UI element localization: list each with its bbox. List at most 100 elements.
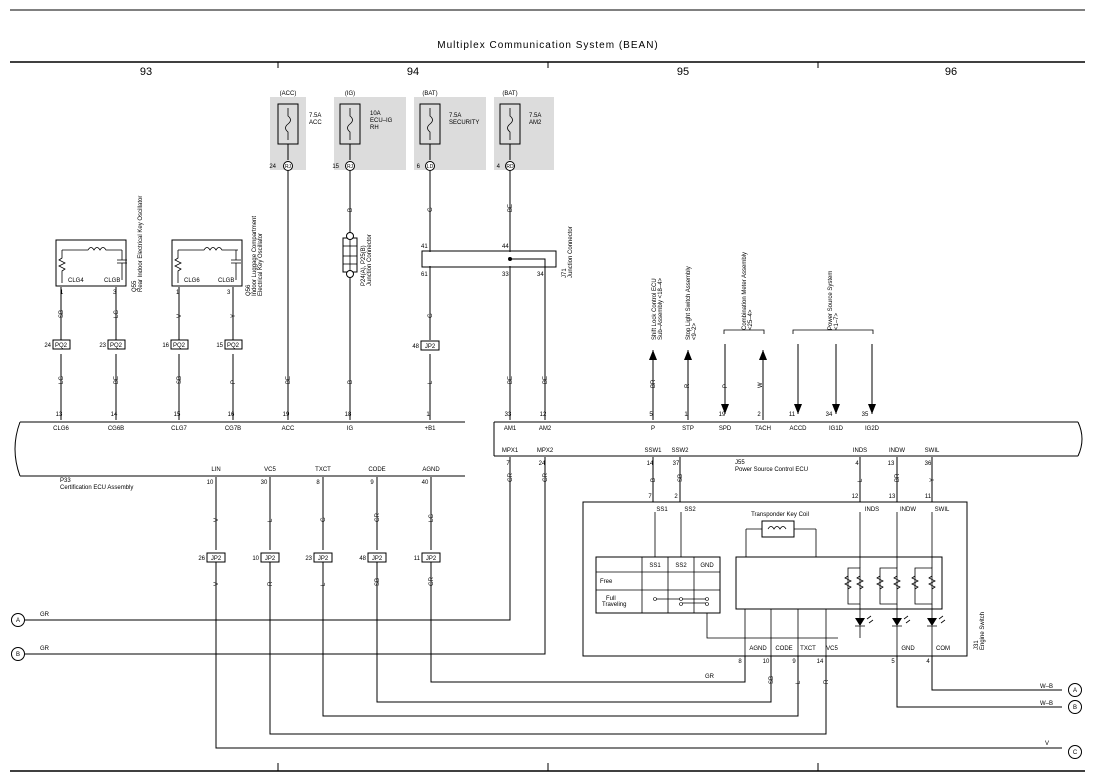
svg-text:11: 11 bbox=[789, 412, 796, 418]
svg-text:W: W bbox=[758, 382, 764, 388]
column-number: 95 bbox=[677, 66, 689, 78]
fuse-am2: (BAT) 7.5A AM2 4 RD bbox=[494, 91, 554, 171]
svg-text:VC5: VC5 bbox=[826, 646, 838, 652]
svg-text:G: G bbox=[428, 207, 434, 212]
svg-text:GR: GR bbox=[429, 576, 435, 586]
svg-text:23: 23 bbox=[305, 556, 312, 562]
svg-text:Power Source System: Power Source System bbox=[828, 271, 834, 330]
svg-text:RJ: RJ bbox=[285, 164, 292, 170]
svg-text:ACC: ACC bbox=[282, 426, 295, 432]
svg-text:INDS: INDS bbox=[865, 507, 879, 513]
svg-text:STP: STP bbox=[682, 426, 694, 432]
oscillator-q55: CLG4 CLGB 1 3 Q55 Rear Indoor Electrical… bbox=[55, 196, 144, 296]
svg-text:CG7B: CG7B bbox=[225, 426, 241, 432]
svg-text:5: 5 bbox=[649, 412, 653, 418]
svg-text:7: 7 bbox=[648, 494, 652, 500]
svg-text:SB: SB bbox=[678, 474, 684, 482]
wire-color-labels-mid: GR GR B SB L BR Y GR GR bbox=[40, 472, 936, 652]
svg-text:41: 41 bbox=[421, 244, 428, 250]
svg-text:Certification ECU Assembly: Certification ECU Assembly bbox=[60, 485, 133, 491]
svg-text:26: 26 bbox=[198, 556, 205, 562]
connector-pq2: PQ2 24 PQ2 23 PQ2 16 PQ2 15 bbox=[44, 339, 243, 350]
svg-text:Transponder Key Coil: Transponder Key Coil bbox=[751, 512, 809, 518]
svg-text:B: B bbox=[348, 208, 354, 212]
svg-text:GND: GND bbox=[700, 563, 714, 569]
svg-text:<25–4>: <25–4> bbox=[748, 309, 754, 330]
svg-text:P: P bbox=[651, 426, 655, 432]
svg-text:8: 8 bbox=[738, 659, 742, 665]
svg-text:A: A bbox=[16, 618, 20, 624]
svg-text:SPD: SPD bbox=[719, 426, 732, 432]
svg-text:P: P bbox=[231, 380, 237, 384]
svg-text:CLG4: CLG4 bbox=[68, 278, 84, 284]
svg-text:CLG6: CLG6 bbox=[184, 278, 200, 284]
power-source-ecu-j55: J55 Power Source Control ECU bbox=[493, 421, 1083, 473]
svg-text:CLG6: CLG6 bbox=[53, 426, 69, 432]
svg-text:BE: BE bbox=[114, 376, 120, 384]
svg-text:34: 34 bbox=[537, 272, 544, 278]
svg-text:L: L bbox=[796, 680, 802, 684]
svg-text:INDW: INDW bbox=[889, 448, 905, 454]
off-page-connectors: A B A B C bbox=[11, 613, 1082, 759]
svg-text:RH: RH bbox=[370, 125, 379, 131]
svg-text:SB: SB bbox=[59, 310, 65, 318]
svg-text:14: 14 bbox=[111, 412, 118, 418]
svg-text:4: 4 bbox=[855, 461, 859, 467]
engine-switch-j31: J31 Engine Switch 7 2 12 13 11 SS1 SS2 I… bbox=[582, 494, 986, 665]
svg-text:Junction Connector: Junction Connector bbox=[367, 234, 373, 286]
svg-text:Rear Indoor Electrical Key Osc: Rear Indoor Electrical Key Oscillator bbox=[138, 196, 144, 292]
svg-text:BR: BR bbox=[895, 473, 901, 482]
svg-text:IG2D: IG2D bbox=[865, 426, 880, 432]
svg-text:3: 3 bbox=[227, 290, 231, 296]
svg-text:SWIL: SWIL bbox=[925, 448, 940, 454]
svg-text:16: 16 bbox=[228, 412, 235, 418]
svg-text:24: 24 bbox=[44, 343, 51, 349]
svg-text:P24(A), P25(B): P24(A), P25(B) bbox=[361, 245, 367, 286]
svg-text:Free: Free bbox=[600, 579, 613, 585]
column-number: 94 bbox=[407, 66, 419, 78]
svg-text:10A: 10A bbox=[370, 111, 381, 117]
svg-text:CLG7: CLG7 bbox=[171, 426, 187, 432]
svg-text:CODE: CODE bbox=[368, 467, 385, 473]
svg-text:GR: GR bbox=[508, 472, 514, 482]
svg-text:10: 10 bbox=[252, 556, 259, 562]
junction-connector-j71: 41 61 44 33 34 J71 Junction Connector bbox=[421, 226, 574, 278]
svg-text:7.5A: 7.5A bbox=[309, 113, 321, 119]
svg-text:24: 24 bbox=[269, 164, 276, 170]
svg-text:BE: BE bbox=[508, 376, 514, 384]
svg-text:R: R bbox=[268, 581, 274, 586]
svg-text:Y: Y bbox=[930, 478, 936, 482]
svg-text:MPX2: MPX2 bbox=[537, 448, 554, 454]
svg-text:Indoor Luggage Compartment: Indoor Luggage Compartment bbox=[252, 216, 258, 296]
svg-text:61: 61 bbox=[421, 272, 428, 278]
svg-text:V: V bbox=[1045, 741, 1049, 747]
svg-text:2: 2 bbox=[757, 412, 761, 418]
svg-text:1: 1 bbox=[60, 290, 64, 296]
svg-text:14: 14 bbox=[647, 461, 654, 467]
svg-text:AM2: AM2 bbox=[529, 120, 542, 126]
svg-text:J71: J71 bbox=[562, 268, 568, 278]
svg-text:7: 7 bbox=[506, 461, 510, 467]
svg-text:SECURITY: SECURITY bbox=[449, 120, 479, 126]
svg-text:14: 14 bbox=[817, 659, 824, 665]
svg-text:BE: BE bbox=[286, 376, 292, 384]
svg-text:40: 40 bbox=[422, 480, 429, 486]
svg-text:44: 44 bbox=[502, 244, 509, 250]
svg-text:L: L bbox=[321, 582, 327, 586]
svg-text:Combination Meter Assembly: Combination Meter Assembly bbox=[742, 252, 748, 330]
svg-text:R: R bbox=[824, 679, 830, 684]
svg-text:33: 33 bbox=[502, 272, 509, 278]
svg-text:BR: BR bbox=[651, 379, 657, 388]
page-title: Multiplex Communication System (BEAN) bbox=[437, 40, 659, 51]
svg-text:7.5A: 7.5A bbox=[529, 113, 541, 119]
svg-text:37: 37 bbox=[673, 461, 680, 467]
svg-text:INDW: INDW bbox=[900, 507, 916, 513]
svg-text:BE: BE bbox=[543, 376, 549, 384]
svg-text:B: B bbox=[348, 380, 354, 384]
svg-text:Engine Switch: Engine Switch bbox=[980, 612, 986, 650]
svg-text:SS2: SS2 bbox=[684, 507, 696, 513]
svg-text:Full: Full bbox=[606, 596, 616, 602]
svg-text:SS1: SS1 bbox=[649, 563, 661, 569]
